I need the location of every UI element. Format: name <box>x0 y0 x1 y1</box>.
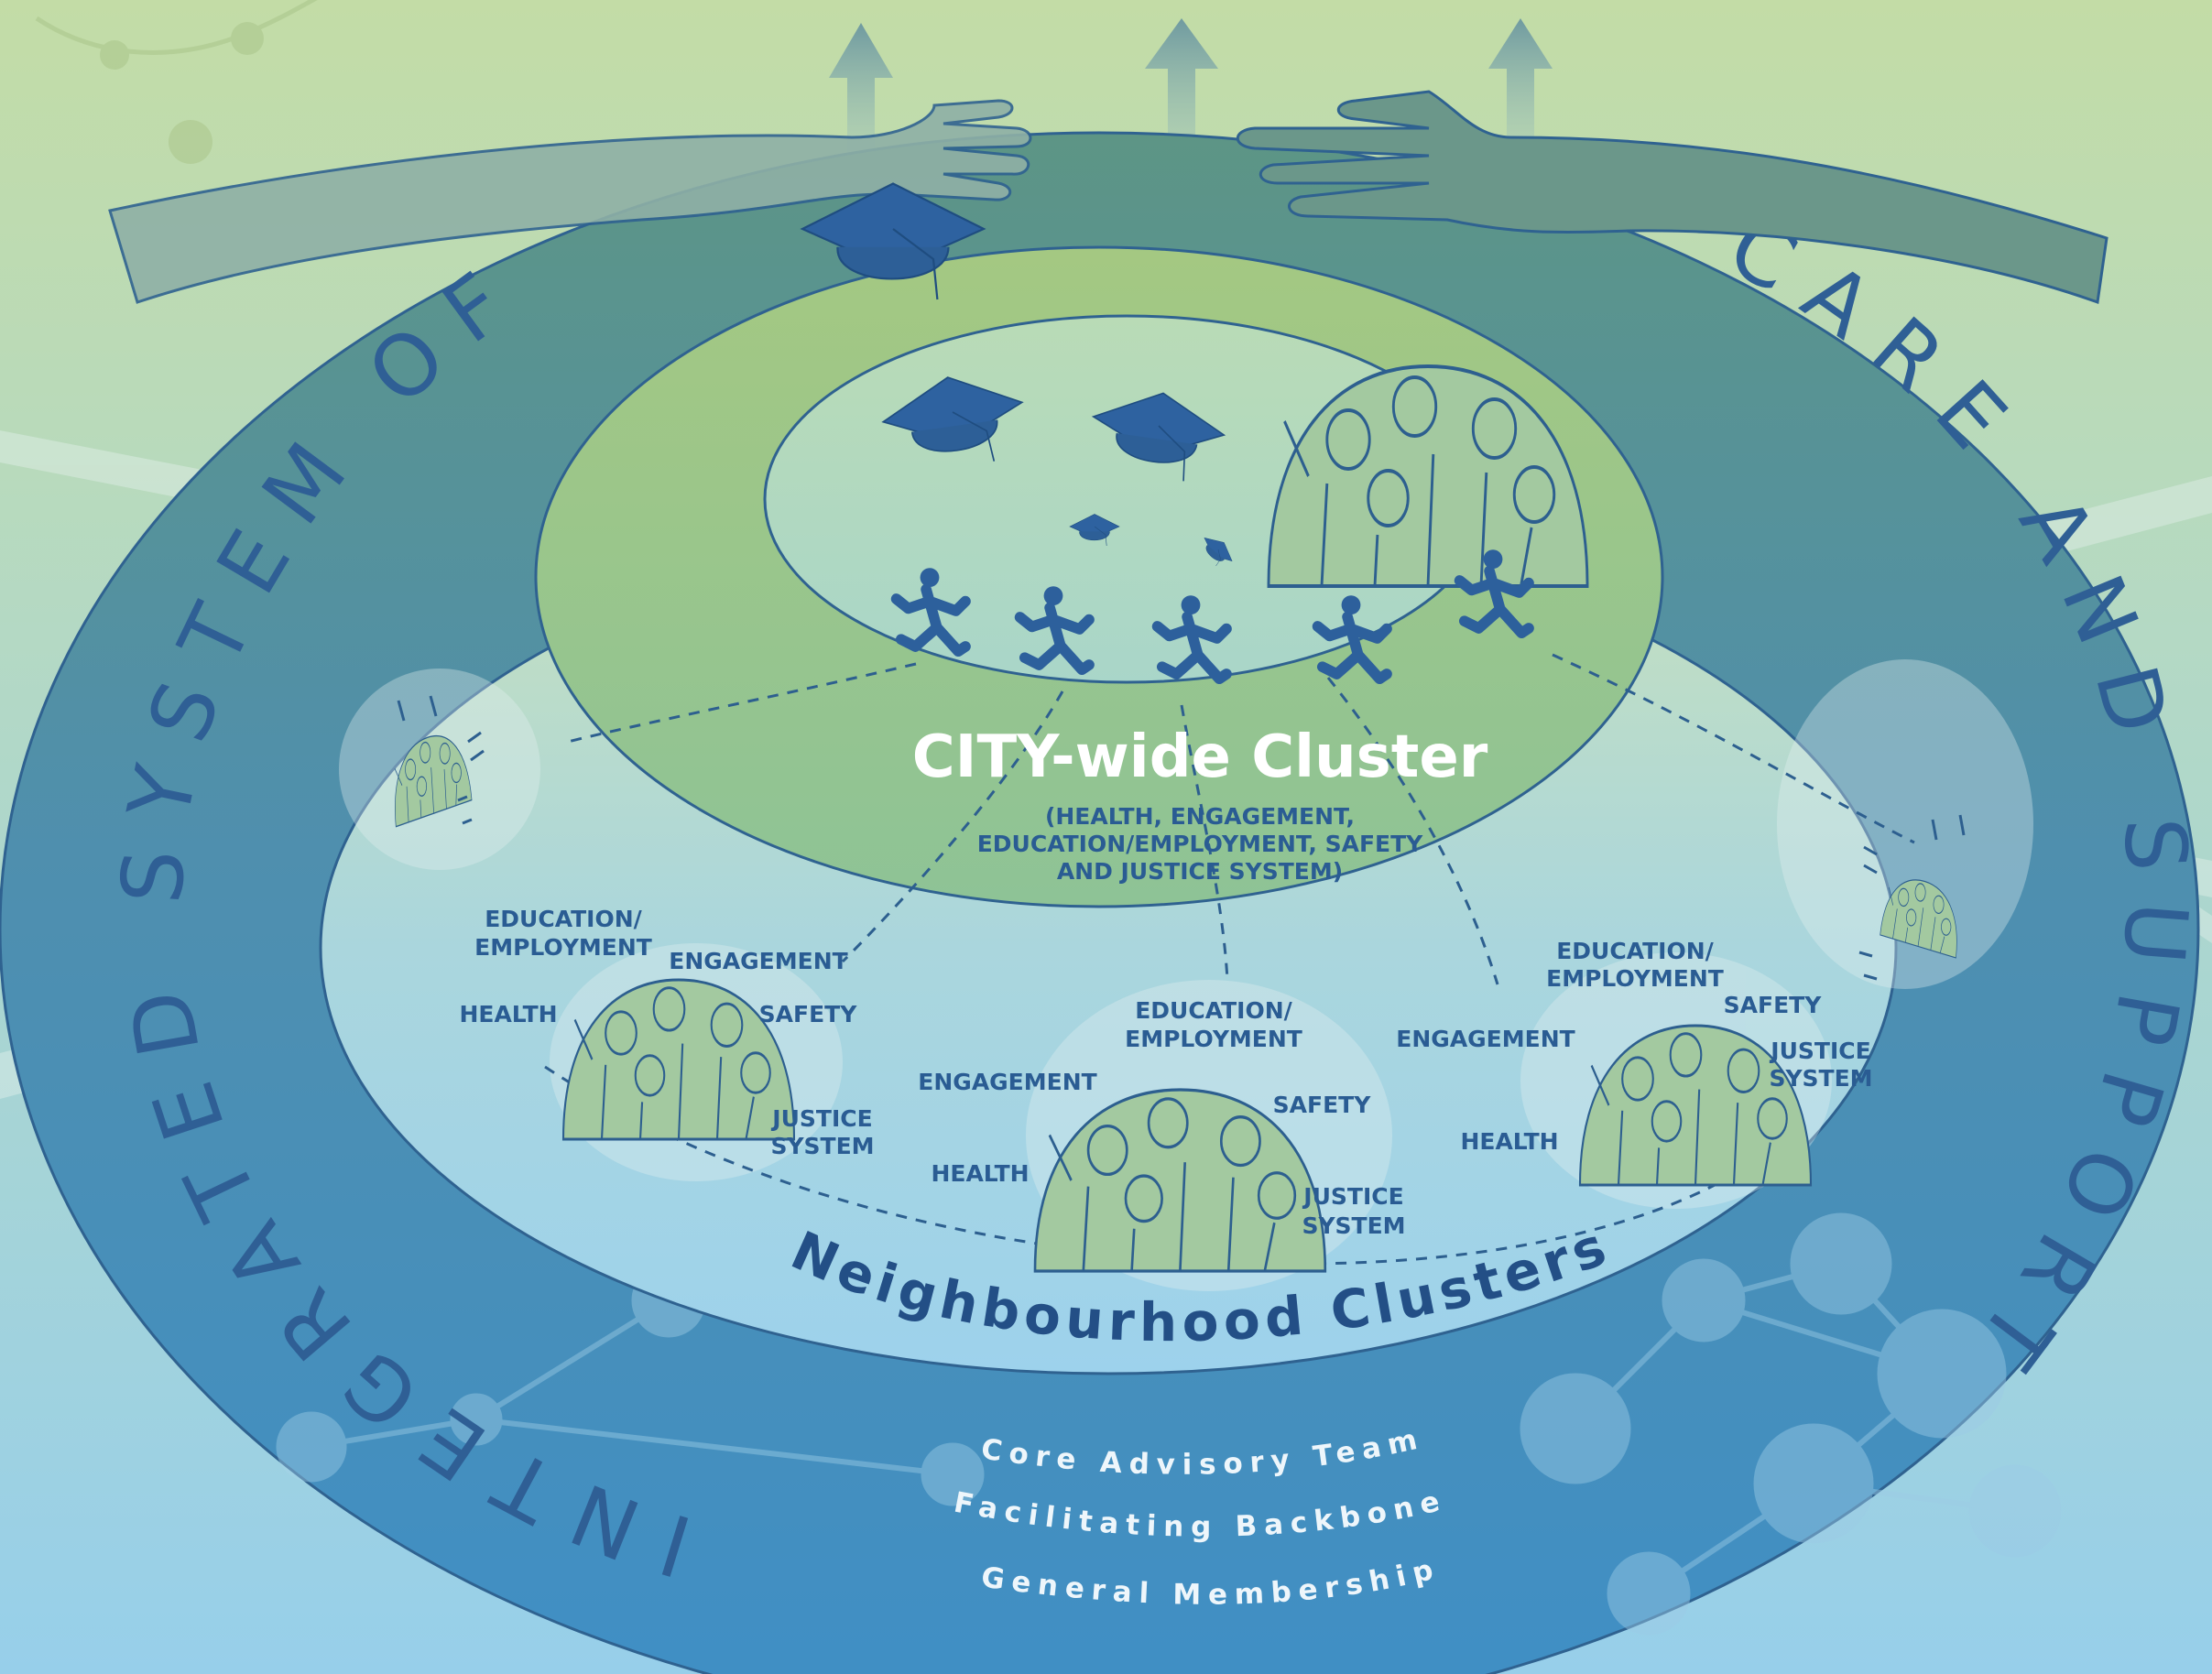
label-health: HEALTH <box>459 1001 557 1027</box>
label-employment: EMPLOYMENT <box>474 934 652 961</box>
label-justice: JUSTICE <box>1302 1183 1403 1210</box>
label-system: SYSTEM <box>770 1133 874 1159</box>
city-cluster-subtitle-2: EDUCATION/EMPLOYMENT, SAFETY <box>977 831 1423 857</box>
label-engagement: ENGAGEMENT <box>1396 1026 1575 1052</box>
label-employment: EMPLOYMENT <box>1125 1026 1302 1052</box>
network-icon <box>1520 1212 2062 1636</box>
neighbourhood-cluster-center: EDUCATION/ EMPLOYMENT ENGAGEMENT SAFETY … <box>918 997 1405 1239</box>
network-icon <box>35 0 318 164</box>
hand-icon <box>108 90 2108 305</box>
city-cluster-subtitle-1: (HEALTH, ENGAGEMENT, <box>1045 803 1355 830</box>
label-safety: SAFETY <box>1273 1092 1372 1118</box>
city-cluster-subtitle-3: AND JUSTICE SYSTEM) <box>1057 858 1343 885</box>
label-engagement: ENGAGEMENT <box>669 948 847 974</box>
label-safety: SAFETY <box>759 1001 858 1027</box>
label-health: HEALTH <box>931 1160 1029 1187</box>
governance-list: Core Advisory Team Facilitating Backbone… <box>952 1421 1443 1611</box>
label-employment: EMPLOYMENT <box>1546 965 1724 992</box>
neighbourhood-cluster-left: EDUCATION/ EMPLOYMENT ENGAGEMENT HEALTH … <box>459 906 874 1159</box>
label-justice: JUSTICE <box>1769 1038 1870 1064</box>
label-engagement: ENGAGEMENT <box>918 1069 1096 1095</box>
connector-lines <box>544 653 1915 1266</box>
label-education: EDUCATION/ <box>485 906 642 932</box>
label-health: HEALTH <box>1460 1128 1558 1155</box>
neighbourhood-cluster-right: EDUCATION/ EMPLOYMENT SAFETY ENGAGEMENT … <box>1396 938 1872 1155</box>
label-education: EDUCATION/ <box>1556 938 1714 964</box>
city-cluster-label: CITY-wide Cluster (HEALTH, ENGAGEMENT, E… <box>912 723 1488 885</box>
label-justice: JUSTICE <box>770 1105 872 1132</box>
up-arrow-icon <box>829 18 1553 238</box>
people-group-icon <box>388 695 1966 981</box>
label-system: SYSTEM <box>1302 1212 1405 1239</box>
city-cluster-title: CITY-wide Cluster <box>912 723 1488 791</box>
label-education: EDUCATION/ <box>1135 997 1292 1024</box>
label-system: SYSTEM <box>1769 1065 1872 1092</box>
label-safety: SAFETY <box>1724 992 1823 1018</box>
